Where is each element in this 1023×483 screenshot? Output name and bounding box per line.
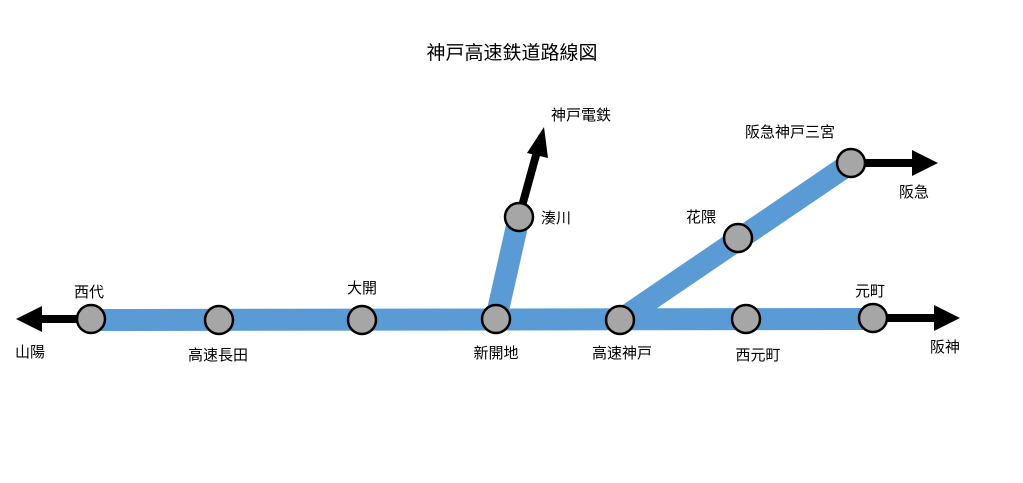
route-lines <box>90 153 874 331</box>
label-hanakuma: 花隈 <box>686 208 716 226</box>
label-hankyu-kobe-sannomiya: 阪急神戸三宮 <box>745 123 835 141</box>
station-hanakuma <box>722 222 754 254</box>
label-daikai: 大開 <box>347 279 377 297</box>
map-title: 神戸高速鉄道路線図 <box>426 42 597 64</box>
label-kosoku-kobe: 高速神戸 <box>592 344 652 362</box>
stations <box>75 147 889 336</box>
station-kosoku-nagata <box>203 304 235 336</box>
station-shinkaichi <box>480 303 512 335</box>
label-kobe-dentetsu: 神戸電鉄 <box>551 106 611 124</box>
station-kosoku-kobe <box>604 304 636 336</box>
station-minatogawa <box>503 201 535 233</box>
minatogawa-branch <box>485 214 530 322</box>
station-daikai <box>346 304 378 336</box>
label-motomachi: 元町 <box>855 282 885 300</box>
label-hankyu: 阪急 <box>899 183 929 201</box>
station-nishidai <box>75 303 107 335</box>
label-minatogawa: 湊川 <box>541 209 571 227</box>
label-nishidai: 西代 <box>74 283 104 301</box>
station-hankyu-kobe-sannomiya <box>835 147 867 179</box>
label-hanshin: 阪神 <box>930 338 960 356</box>
label-sanyo: 山陽 <box>15 343 45 361</box>
station-motomachi <box>857 302 889 334</box>
label-kosoku-nagata: 高速長田 <box>188 346 248 364</box>
label-nishi-motomachi: 西元町 <box>735 346 780 364</box>
label-shinkaichi: 新開地 <box>473 344 518 362</box>
station-nishi-motomachi <box>730 303 762 335</box>
